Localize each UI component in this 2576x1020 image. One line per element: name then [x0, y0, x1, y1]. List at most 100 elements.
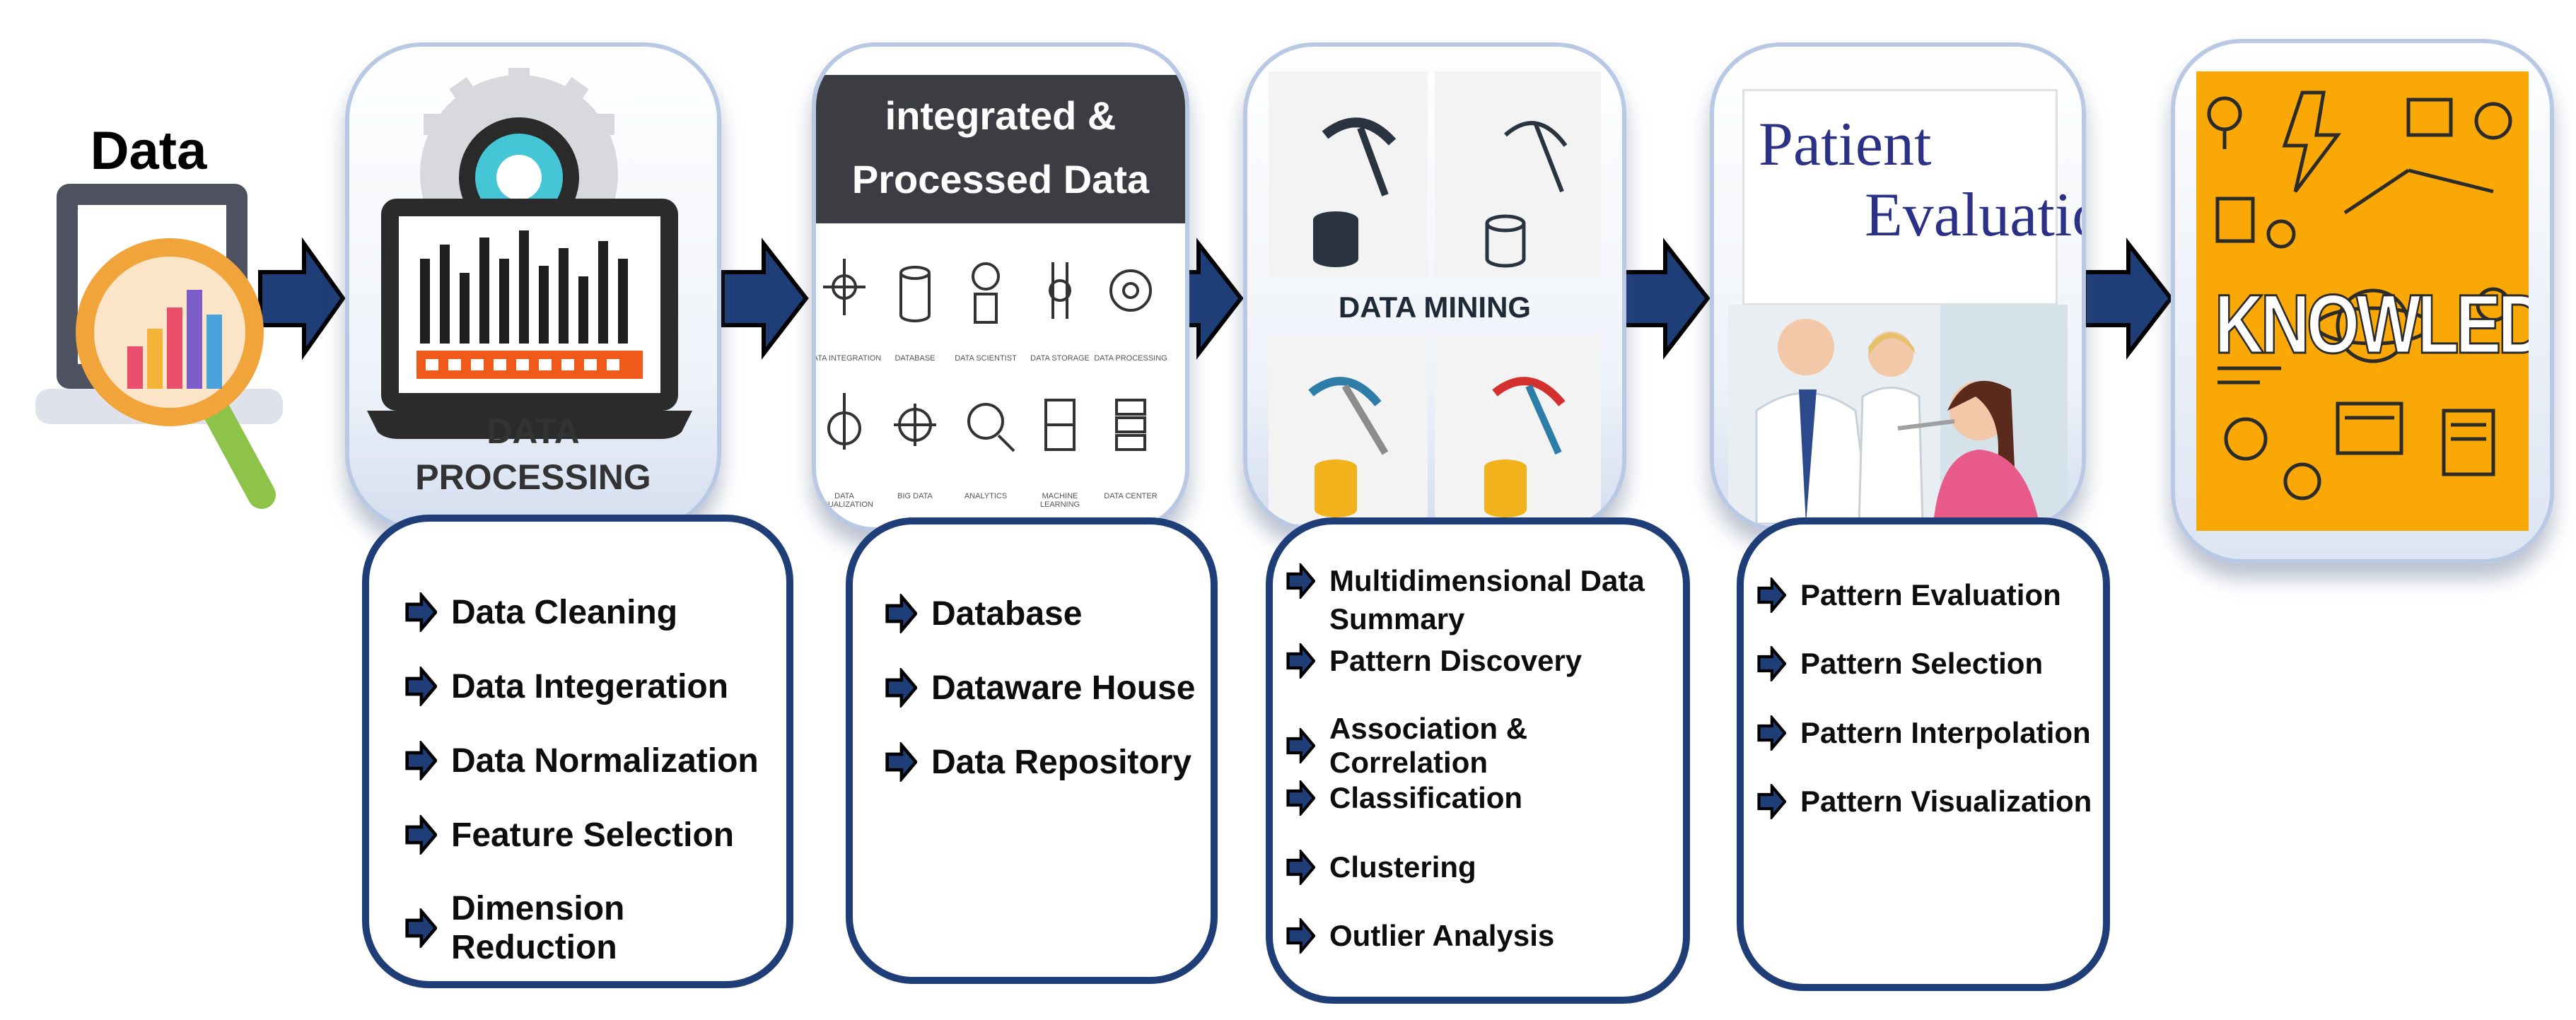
bullet-arrow-icon [1756, 715, 1786, 751]
icon-label: ANALYTICS [964, 492, 1008, 500]
list-item: Outlier Analysis [1286, 918, 1554, 954]
list-item: Dimension Reduction [404, 889, 786, 967]
list-repository: Database Dataware House Data Repository [846, 517, 1218, 984]
list-item: Feature Selection [404, 815, 734, 855]
list-item-label: Association & Correlation [1329, 712, 1528, 779]
data-center-icon [1115, 399, 1146, 451]
list-item-label: Pattern Discovery [1329, 644, 1583, 677]
icon-label: MACHINE LEARNING [1039, 492, 1080, 509]
data-processing-icon [1109, 269, 1152, 312]
list-item-label: Multidimensional Data [1329, 564, 1645, 597]
mining-caption: DATA MINING [1338, 291, 1532, 324]
list-item-label: Data Cleaning [451, 593, 678, 631]
data-scientist-icon [972, 262, 1000, 324]
list-item-label: Dimension Reduction [451, 890, 625, 966]
list-item-label: Classification [1329, 781, 1523, 814]
list-item-label: Pattern Evaluation [1800, 578, 2061, 611]
doctor-patient-photo [1728, 305, 2068, 524]
flow-arrow-4 [1621, 238, 1710, 360]
list-item: Pattern Evaluation [1756, 578, 2061, 613]
list-item: Pattern Selection [1756, 646, 2043, 681]
processing-caption-line1: DATA [486, 411, 580, 451]
list-item: Pattern Interpolation [1756, 715, 2091, 751]
list-item-label: Data Normalization [451, 741, 759, 780]
data-storage-icon [1049, 262, 1071, 319]
knowledge-title: KNOWLEDGE [2214, 277, 2529, 373]
bullet-arrow-icon [404, 908, 437, 948]
laptop-magnifier-icon [35, 184, 283, 509]
list-item: Database [885, 594, 1082, 633]
list-item-label: Clustering [1329, 850, 1476, 884]
bullet-arrow-icon [404, 815, 437, 855]
icon-label: DATA VISUALIZATION [815, 492, 873, 509]
list-item: Data Repository [885, 742, 1191, 782]
list-item-label: Dataware House [931, 669, 1196, 707]
bullet-arrow-icon [885, 668, 917, 708]
bullet-arrow-icon [1286, 643, 1315, 679]
gear-laptop-icon [367, 68, 692, 439]
flow-arrow-5 [2082, 238, 2174, 360]
processing-caption-line2: PROCESSING [415, 457, 651, 497]
list-item-label-continued: Summary [1329, 602, 1465, 635]
list-item: Multidimensional Data [1286, 563, 1645, 599]
list-item-label: Pattern Interpolation [1800, 716, 2091, 749]
list-data-processing: Data Cleaning Data Integeration Data Nor… [362, 515, 793, 988]
stage-integrated-data: integrated & Processed Data DATA INTEGRA… [812, 42, 1189, 532]
bullet-arrow-icon [1286, 728, 1315, 763]
bullet-arrow-icon [1756, 578, 1786, 613]
stage-data: Data [28, 113, 290, 537]
icon-label: DATA INTEGRATION [812, 354, 882, 363]
evaluation-title-line1: Patient [1759, 110, 1932, 179]
list-item-label: Outlier Analysis [1329, 919, 1555, 952]
bullet-arrow-icon [404, 741, 437, 780]
integrated-title-banner: integrated & Processed Data [816, 75, 1185, 223]
analytics-icon [967, 403, 1015, 452]
list-item: Association & Correlation [1286, 712, 1683, 780]
icon-label: DATABASE [894, 354, 936, 363]
bullet-arrow-icon [1286, 918, 1315, 954]
list-data-mining: Multidimensional Data Summary Pattern Di… [1266, 517, 1690, 1004]
list-item-label: Pattern Selection [1800, 647, 2044, 680]
list-item: Clustering [1286, 850, 1476, 885]
stage-knowledge: KNOWLEDGE [2171, 39, 2554, 563]
list-item: Data Cleaning [404, 592, 677, 632]
bullet-arrow-icon [404, 667, 437, 706]
icon-label: DATA CENTER [1104, 492, 1158, 500]
bullet-arrow-icon [1286, 780, 1315, 816]
list-item-label: Database [931, 594, 1083, 633]
stage-data-processing: DATA PROCESSING [345, 42, 721, 532]
list-item: Data Normalization [404, 741, 759, 780]
knowledge-icons [2207, 90, 2512, 500]
icon-label: BIG DATA [897, 492, 933, 500]
stage-patient-evaluation: Patient Evaluation [1710, 42, 2086, 532]
list-item: Dataware House [885, 668, 1195, 708]
database-icon [899, 266, 931, 322]
stage-data-mining: DATA MINING [1243, 42, 1626, 532]
list-item-label: Feature Selection [451, 816, 735, 854]
integrated-title-line2: Processed Data [851, 157, 1150, 201]
bullet-arrow-icon [404, 592, 437, 632]
evaluation-title-panel: Patient Evaluation [1742, 89, 2082, 305]
flow-arrow-1 [258, 237, 346, 360]
bullet-arrow-icon [1756, 784, 1786, 819]
bullet-arrow-icon [885, 742, 917, 782]
bullet-arrow-icon [1756, 646, 1786, 681]
integrated-title-line1: integrated & [885, 93, 1117, 138]
knowledge-collage: KNOWLEDGE [2196, 71, 2529, 531]
data-icons-grid [823, 259, 1152, 452]
data-visualization-icon [827, 393, 861, 450]
list-item-label: Data Integeration [451, 667, 729, 705]
bullet-arrow-icon [1286, 850, 1315, 885]
machine-learning-icon [1044, 399, 1076, 451]
flow-arrow-2 [721, 238, 809, 360]
list-item: Data Integeration [404, 667, 728, 706]
icon-label: DATA STORAGE [1030, 354, 1090, 363]
list-item: Pattern Visualization [1756, 784, 2092, 819]
data-integration-icon [823, 259, 866, 315]
bullet-arrow-icon [885, 594, 917, 633]
list-item: Pattern Discovery [1286, 643, 1582, 679]
list-evaluation: Pattern Evaluation Pattern Selection Pat… [1737, 517, 2110, 991]
icon-label: DATA SCIENTIST [955, 354, 1017, 363]
bullet-arrow-icon [1286, 563, 1315, 599]
list-item-label: Data Repository [931, 743, 1192, 781]
